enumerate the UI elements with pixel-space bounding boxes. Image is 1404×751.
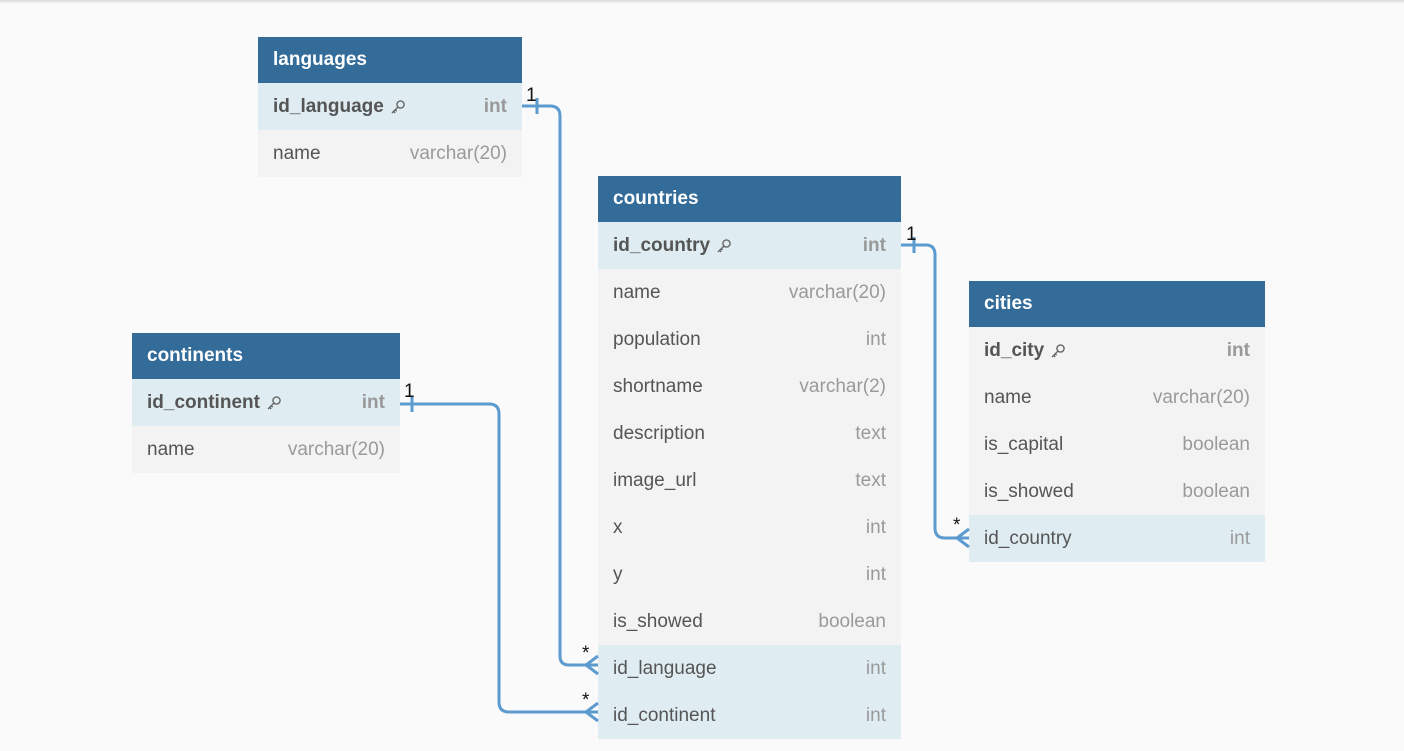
- field-name: id_country: [613, 234, 711, 256]
- field-type: varchar(20): [409, 142, 507, 164]
- field-name: is_capital: [984, 433, 1064, 455]
- cardinality-one: 1: [906, 224, 917, 245]
- field-type: int: [361, 391, 385, 413]
- field-name: id_continent: [613, 704, 716, 726]
- field-row-is-showed[interactable]: is_showed boolean: [969, 468, 1265, 515]
- field-type: varchar(20): [287, 438, 385, 460]
- field-type: text: [855, 469, 886, 491]
- field-name: shortname: [613, 375, 703, 397]
- field-type: int: [865, 328, 886, 350]
- field-type: int: [1226, 339, 1250, 361]
- table-header[interactable]: countries: [598, 176, 901, 222]
- field-name: id_country: [984, 527, 1072, 549]
- field-row-is-capital[interactable]: is_capital boolean: [969, 421, 1265, 468]
- field-row-x[interactable]: x int: [598, 504, 901, 551]
- field-name: image_url: [613, 469, 697, 491]
- cardinality-one: 1: [404, 381, 415, 402]
- cardinality-one: 1: [526, 85, 537, 106]
- field-name: id_city: [984, 339, 1045, 361]
- field-row-id-country[interactable]: id_country int: [969, 515, 1265, 562]
- key-icon: [391, 99, 405, 113]
- field-type: int: [865, 657, 886, 679]
- field-row-id-city[interactable]: id_city int: [969, 327, 1265, 374]
- field-name: name: [273, 142, 321, 164]
- many-marker: [583, 701, 599, 723]
- field-row-id-language[interactable]: id_language int: [598, 645, 901, 692]
- field-type: boolean: [1182, 433, 1250, 455]
- field-type: varchar(2): [799, 375, 886, 397]
- table-continents[interactable]: continents id_continent int name varchar…: [132, 333, 400, 473]
- cardinality-many: *: [582, 643, 590, 664]
- field-row-population[interactable]: population int: [598, 316, 901, 363]
- field-row-name[interactable]: name varchar(20): [969, 374, 1265, 421]
- field-name: name: [147, 438, 195, 460]
- many-marker: [583, 654, 599, 676]
- table-languages[interactable]: languages id_language int name varchar(2…: [258, 37, 522, 177]
- key-icon: [267, 395, 281, 409]
- field-row-id-language[interactable]: id_language int: [258, 83, 522, 130]
- field-name: id_language: [613, 657, 717, 679]
- key-icon: [717, 238, 731, 252]
- field-name: y: [613, 563, 623, 585]
- field-row-image-url[interactable]: image_url text: [598, 457, 901, 504]
- field-type: varchar(20): [788, 281, 886, 303]
- field-row-name[interactable]: name varchar(20): [258, 130, 522, 177]
- field-row-name[interactable]: name varchar(20): [132, 426, 400, 473]
- key-icon: [1051, 343, 1066, 357]
- field-name: is_showed: [613, 610, 703, 632]
- field-row-name[interactable]: name varchar(20): [598, 269, 901, 316]
- relation-countries-cities: [901, 243, 969, 540]
- table-countries[interactable]: countries id_country int name varchar(20…: [598, 176, 901, 739]
- field-row-y[interactable]: y int: [598, 551, 901, 598]
- field-type: int: [865, 563, 886, 585]
- field-row-is-showed[interactable]: is_showed boolean: [598, 598, 901, 645]
- field-type: boolean: [1182, 480, 1250, 502]
- field-type: int: [1229, 527, 1250, 549]
- field-type: int: [865, 516, 886, 538]
- field-name: x: [613, 516, 623, 538]
- field-type: int: [483, 95, 507, 117]
- field-row-id-country[interactable]: id_country int: [598, 222, 901, 269]
- relation-languages-countries: [522, 104, 598, 667]
- field-name: is_showed: [984, 480, 1074, 502]
- field-name: id_language: [273, 95, 384, 117]
- table-header[interactable]: cities: [969, 281, 1265, 327]
- field-type: int: [862, 234, 886, 256]
- table-header[interactable]: languages: [258, 37, 522, 83]
- cardinality-many: *: [953, 515, 961, 536]
- relation-continents-countries: [400, 402, 598, 714]
- top-shadow: [0, 0, 1404, 4]
- field-name: name: [984, 386, 1032, 408]
- many-marker: [954, 527, 970, 549]
- field-name: population: [613, 328, 701, 350]
- field-type: text: [855, 422, 886, 444]
- field-type: int: [865, 704, 886, 726]
- field-name: name: [613, 281, 661, 303]
- field-type: boolean: [818, 610, 886, 632]
- field-row-id-continent[interactable]: id_continent int: [132, 379, 400, 426]
- field-name: description: [613, 422, 705, 444]
- table-cities[interactable]: cities id_city int name varchar(20) is_c…: [969, 281, 1265, 562]
- cardinality-many: *: [582, 690, 590, 711]
- table-header[interactable]: continents: [132, 333, 400, 379]
- field-row-id-continent[interactable]: id_continent int: [598, 692, 901, 739]
- field-row-description[interactable]: description text: [598, 410, 901, 457]
- field-type: varchar(20): [1152, 386, 1250, 408]
- field-row-shortname[interactable]: shortname varchar(2): [598, 363, 901, 410]
- field-name: id_continent: [147, 391, 260, 413]
